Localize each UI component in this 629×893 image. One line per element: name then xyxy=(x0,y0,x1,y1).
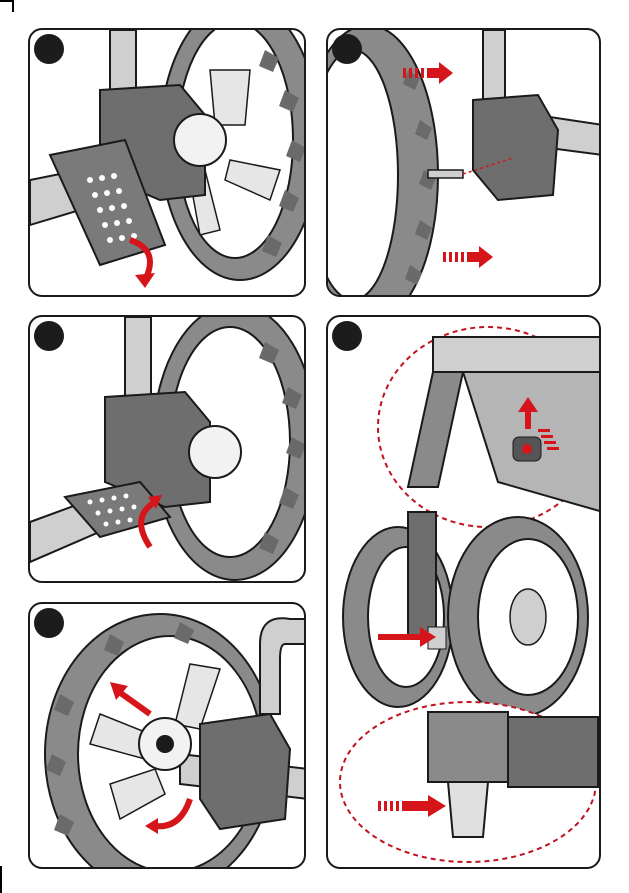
frame-tube xyxy=(483,30,505,105)
panel-2 xyxy=(326,28,601,297)
brake-disc xyxy=(189,426,241,478)
hub-block xyxy=(473,95,558,200)
panel-5 xyxy=(326,315,601,869)
crop-mark-top-left xyxy=(0,0,12,2)
illustration-lower-footplate xyxy=(30,317,306,583)
swivel-pin-closeup xyxy=(448,782,488,837)
frame-rail xyxy=(433,337,601,372)
brake-disc xyxy=(174,114,226,166)
illustration-remove-wheel xyxy=(30,604,306,869)
crop-mark-bottom-left xyxy=(0,866,2,893)
step-badge-2 xyxy=(332,34,362,64)
release-button-indicator xyxy=(522,444,532,454)
illustration-front-wheel-release xyxy=(328,317,601,869)
swivel-housing xyxy=(428,712,508,782)
hub-block xyxy=(200,714,290,829)
panel-4 xyxy=(28,602,306,869)
frame-handle xyxy=(260,618,305,714)
illustration-attach-wheel xyxy=(328,30,601,297)
axle-hub xyxy=(156,735,174,753)
step-badge-3 xyxy=(34,321,64,351)
illustration-fold-footplate xyxy=(30,30,306,297)
axle-pin xyxy=(428,170,463,178)
red-arrow-bottom xyxy=(443,246,493,268)
step-badge-1 xyxy=(34,34,64,64)
crop-mark-top-left-v xyxy=(12,0,14,12)
swivel-bracket xyxy=(508,717,598,787)
panel-1 xyxy=(28,28,306,297)
step-badge-4 xyxy=(34,608,64,638)
panel-3 xyxy=(28,315,306,583)
front-wheel-hub xyxy=(510,589,546,645)
step-badge-5 xyxy=(332,321,362,351)
swivel-fork xyxy=(408,512,436,637)
